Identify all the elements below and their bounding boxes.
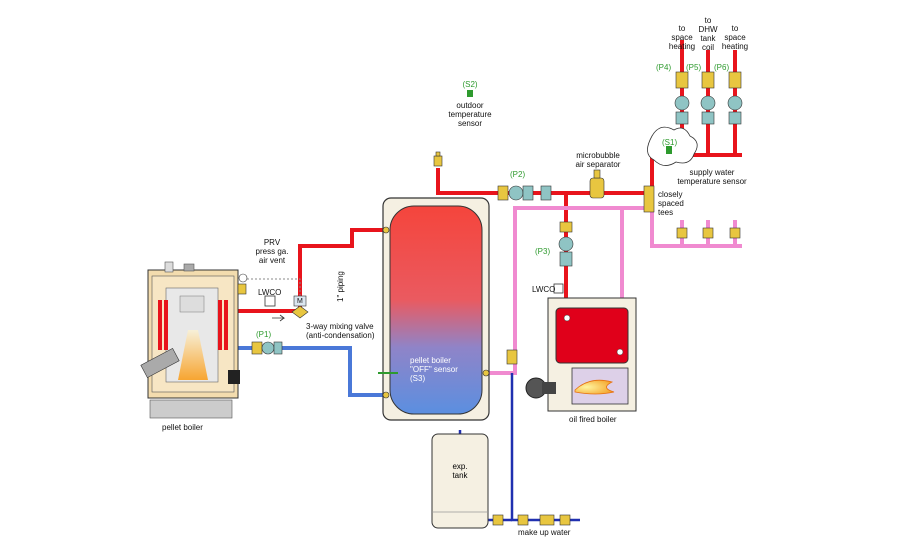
pump-p1-icon xyxy=(251,341,283,355)
tank-air-vent-icon xyxy=(433,151,443,167)
label-mixing-valve-motor: M xyxy=(297,298,303,305)
supply-sensor-cloud xyxy=(647,126,698,166)
label-exp-tank: exp.tank xyxy=(452,462,468,480)
label-p5: (P5) xyxy=(686,63,702,72)
label-make-up-water: make up water xyxy=(518,528,571,537)
label-lwco-left: LWCO xyxy=(258,288,282,297)
lwco-box-right xyxy=(553,283,564,294)
mixing-valve-icon xyxy=(291,295,309,319)
label-p1: (P1) xyxy=(256,330,272,339)
buffer-tank xyxy=(378,197,490,421)
pellet-boiler xyxy=(140,261,240,419)
make-up-water-valves xyxy=(492,349,571,526)
label-p6: (P6) xyxy=(714,63,730,72)
prv-icon xyxy=(237,273,248,295)
cold-return-piping xyxy=(238,346,385,397)
label-mixing-valve: 3-way mixing valve(anti-condensation) xyxy=(306,322,375,340)
zone-pumps xyxy=(674,71,743,125)
label-p3: (P3) xyxy=(535,247,551,256)
zone-return-valves xyxy=(676,227,741,239)
label-s1: (S1) xyxy=(662,138,678,147)
closely-spaced-tees xyxy=(643,185,655,213)
pump-p2-icon xyxy=(497,185,552,201)
control-wire xyxy=(247,278,301,298)
label-pellet-off-sensor: pellet boiler"OFF" sensor(S3) xyxy=(410,356,458,383)
pump-p3-icon xyxy=(558,221,574,267)
label-oil-boiler: oil fired boiler xyxy=(569,415,617,424)
label-p2: (P2) xyxy=(510,170,526,179)
sensor-s1-icon xyxy=(666,146,672,154)
sensor-s2-icon xyxy=(467,90,473,97)
oil-fired-boiler xyxy=(525,297,637,412)
label-p4: (P4) xyxy=(656,63,672,72)
flow-arrow-icon xyxy=(272,314,286,322)
label-s2: (S2) xyxy=(462,80,478,89)
expansion-tank xyxy=(431,433,489,529)
label-piping: 1" piping xyxy=(336,271,345,302)
lwco-box-left xyxy=(264,295,276,307)
air-separator-icon xyxy=(589,169,605,199)
label-lwco-right: LWCO xyxy=(532,285,556,294)
label-pellet-boiler: pellet boiler xyxy=(162,423,203,432)
